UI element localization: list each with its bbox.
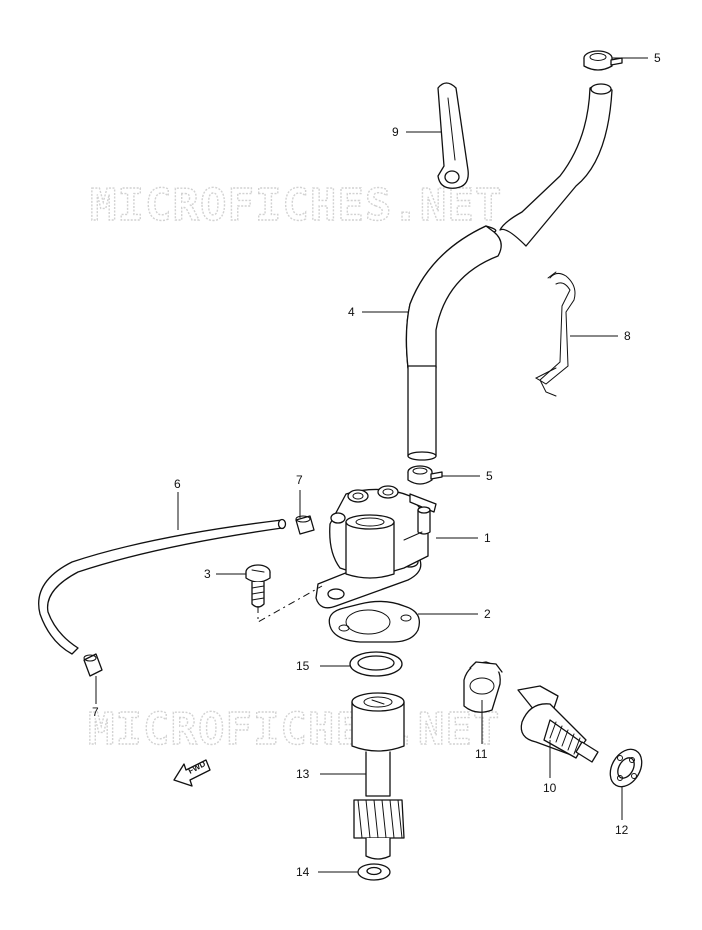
watermark-top: MICROFICHES.NET [90, 180, 502, 231]
washer [357, 863, 391, 881]
bent-hose [405, 83, 613, 461]
callout-12: 12 [615, 823, 629, 837]
hose-clamp-lower [407, 465, 443, 485]
bearing [609, 748, 643, 788]
callout-6: 6 [174, 477, 181, 491]
long-hose [38, 518, 287, 655]
hose-clamp-top [583, 50, 623, 71]
callout-7-left: 7 [92, 705, 99, 719]
pump-housing [315, 485, 437, 609]
wire-clip [534, 271, 576, 397]
callout-14: 14 [296, 865, 310, 879]
callout-2: 2 [484, 607, 491, 621]
bolt-alignment-line [257, 585, 323, 623]
bolt [245, 564, 271, 608]
callout-1: 1 [484, 531, 491, 545]
callout-9: 9 [392, 125, 399, 139]
gasket [328, 600, 421, 643]
callout-5-lower: 5 [486, 469, 493, 483]
callout-8: 8 [624, 329, 631, 343]
callout-4: 4 [348, 305, 355, 319]
callout-3: 3 [204, 567, 211, 581]
driven-gear [517, 685, 599, 763]
hose-end-cap-top [295, 515, 315, 535]
hose-holder-strap [437, 82, 469, 189]
hose-end-cap-left [83, 653, 103, 677]
forward-arrow-icon [173, 759, 211, 787]
callout-15: 15 [296, 659, 310, 673]
callout-5-top: 5 [654, 51, 661, 65]
drive-shaft-gear [351, 692, 405, 860]
callout-11: 11 [475, 747, 488, 761]
seal-ring [349, 651, 403, 677]
retainer-clip [463, 661, 503, 713]
watermark-bottom: MICROFICHES.NET [88, 704, 500, 755]
callout-13: 13 [296, 767, 310, 781]
callout-10: 10 [543, 781, 557, 795]
callout-7-top: 7 [296, 473, 303, 487]
